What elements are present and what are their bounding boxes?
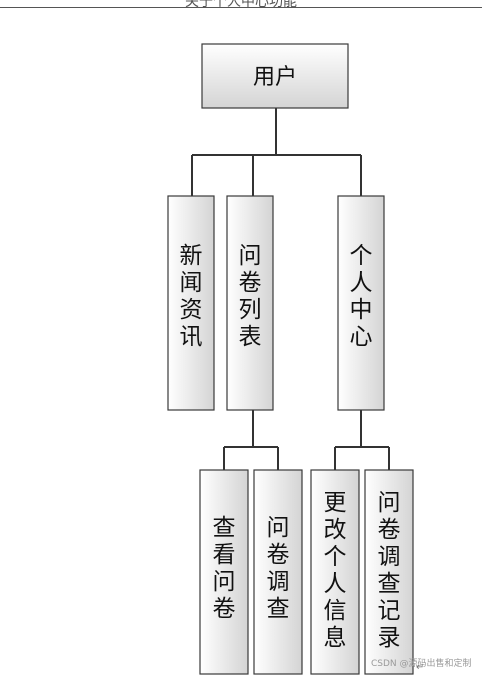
label-char: 记 bbox=[378, 598, 401, 624]
label-char: 息 bbox=[324, 625, 347, 651]
label-char: 查 bbox=[267, 596, 290, 622]
label-char: 资 bbox=[180, 297, 203, 323]
label-char: 问 bbox=[213, 569, 236, 595]
label-char: 信 bbox=[324, 598, 347, 624]
label-char: 列 bbox=[239, 297, 262, 323]
label-char: 新 bbox=[180, 243, 203, 269]
label-char: 录 bbox=[378, 625, 401, 651]
node-survey-list-label: 问卷列表 bbox=[239, 243, 262, 350]
label-char: 卷 bbox=[378, 517, 401, 543]
label-char: 查 bbox=[378, 571, 401, 597]
connector-survey-list-children bbox=[223, 410, 279, 470]
node-view-survey: 查看问卷 bbox=[199, 469, 249, 675]
node-survey-records: 问卷调查记录 bbox=[364, 469, 414, 675]
label-char: 卷 bbox=[213, 596, 236, 622]
label-char: 问 bbox=[267, 515, 290, 541]
label-char: 讯 bbox=[180, 324, 203, 350]
header-cut-text: 关于个人中心功能 bbox=[185, 0, 297, 10]
node-user: 用户 bbox=[201, 43, 349, 109]
label-char: 更 bbox=[324, 490, 347, 516]
node-personal-center-label: 个人中心 bbox=[350, 243, 373, 350]
node-survey-list: 问卷列表 bbox=[226, 195, 274, 411]
label-char: 心 bbox=[350, 324, 373, 350]
node-news: 新闻资讯 bbox=[167, 195, 215, 411]
label-char: 问 bbox=[378, 490, 401, 516]
label-char: 人 bbox=[350, 270, 373, 296]
header-divider bbox=[0, 7, 482, 8]
connector-personal-center-children bbox=[334, 410, 390, 470]
return-mark-icon: ↵ bbox=[416, 662, 425, 673]
watermark: CSDN @源码出售和定制 bbox=[371, 659, 472, 669]
label-char: 看 bbox=[213, 542, 236, 568]
label-char: 改 bbox=[324, 517, 347, 543]
node-user-label: 用户 bbox=[253, 65, 297, 90]
label-char: 调 bbox=[378, 544, 401, 570]
label-char: 查 bbox=[213, 515, 236, 541]
label-char: 个 bbox=[324, 544, 347, 570]
node-update-info-label: 更改个人信息 bbox=[324, 490, 347, 651]
node-update-info: 更改个人信息 bbox=[310, 469, 360, 675]
node-survey-records-label: 问卷调查记录 bbox=[378, 490, 401, 651]
label-char: 卷 bbox=[267, 542, 290, 568]
node-survey-investigation-label: 问卷调查 bbox=[267, 515, 290, 622]
connector-root-to-branches bbox=[191, 108, 362, 196]
node-view-survey-label: 查看问卷 bbox=[213, 515, 236, 622]
label-char: 表 bbox=[239, 324, 262, 350]
node-news-label: 新闻资讯 bbox=[180, 243, 203, 350]
node-personal-center: 个人中心 bbox=[337, 195, 385, 411]
label-char: 闻 bbox=[180, 270, 203, 296]
label-char: 问 bbox=[239, 243, 262, 269]
label-char: 卷 bbox=[239, 270, 262, 296]
label-char: 个 bbox=[350, 243, 373, 269]
label-char: 调 bbox=[267, 569, 290, 595]
node-survey-investigation: 问卷调查 bbox=[253, 469, 303, 675]
label-char: 人 bbox=[324, 571, 347, 597]
label-char: 中 bbox=[350, 297, 373, 323]
